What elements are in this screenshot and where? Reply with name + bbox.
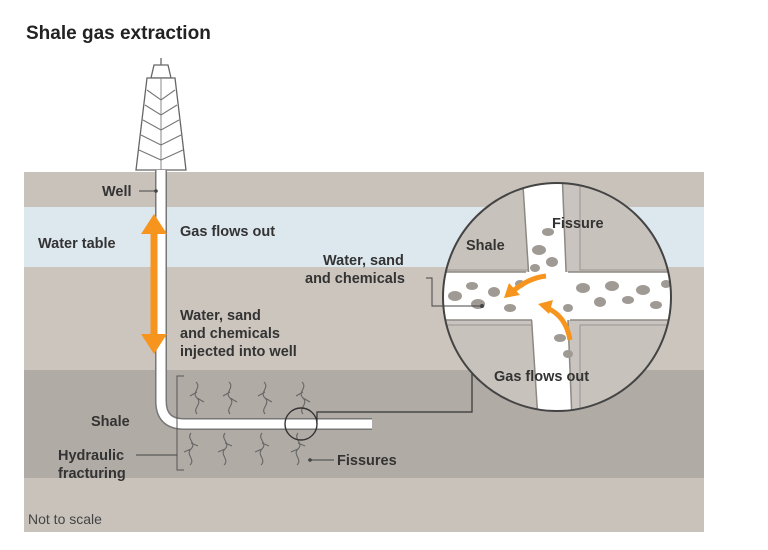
fracturing-bracket (176, 375, 184, 471)
inset-magnified-view: Fissure Shale Gas flows out (442, 182, 672, 412)
shale-label: Shale (91, 414, 130, 430)
hydraulic-label-line2: fracturing (58, 466, 126, 482)
injection-label: Water, sand and chemicals injected into … (180, 308, 297, 360)
fractures-upper (189, 381, 311, 415)
drilling-rig (135, 58, 187, 171)
well-label: Well (102, 184, 132, 200)
magnify-connector (316, 360, 473, 424)
flow-double-arrow (141, 214, 167, 354)
water-table-label: Water table (38, 236, 116, 252)
injection-label-line1: Water, sand (180, 308, 261, 324)
fractures-lower (183, 432, 306, 466)
arrow-up-icon (141, 214, 167, 234)
inset-fissure-label: Fissure (552, 216, 604, 232)
inset-arrow-up-icon (538, 300, 553, 314)
inset-water-sand-label: Water, sand and chemicals (305, 253, 484, 308)
injection-label-line2: and chemicals (180, 326, 280, 342)
inset-arrow-left-icon (504, 283, 520, 298)
sand-grains (448, 228, 671, 358)
inset-water-sand-line2: and chemicals (305, 271, 405, 287)
injection-label-line3: injected into well (180, 344, 297, 360)
gas-flows-out-label: Gas flows out (180, 224, 275, 240)
inset-water-sand-line1: Water, sand (323, 253, 404, 269)
hydraulic-label-line1: Hydraulic (58, 448, 124, 464)
not-to-scale-note: Not to scale (28, 511, 102, 527)
fissures-label: Fissures (337, 453, 397, 469)
page-title: Shale gas extraction (26, 23, 211, 44)
bottom-layer (24, 478, 704, 532)
arrow-down-icon (141, 334, 167, 354)
inset-gas-flows-out-label: Gas flows out (494, 369, 589, 385)
inset-shale-label: Shale (466, 238, 505, 254)
